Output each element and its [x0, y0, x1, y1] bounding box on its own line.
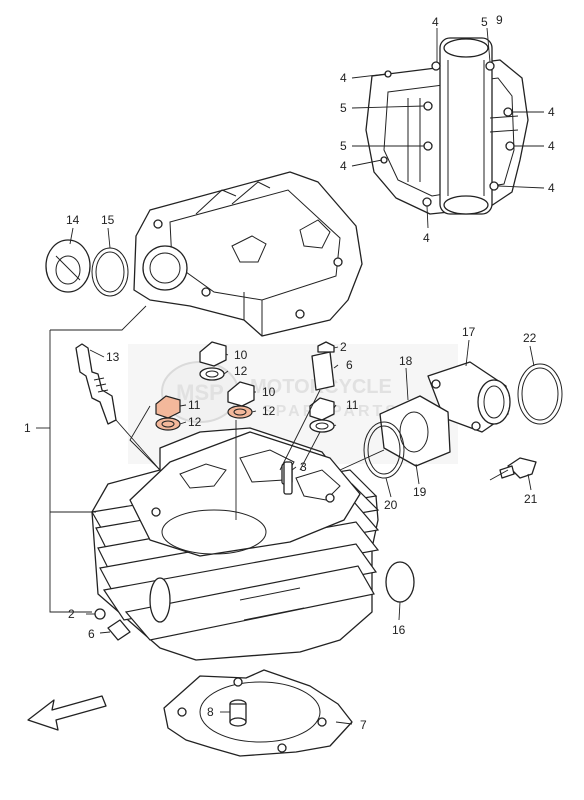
- callout-8: 8: [207, 705, 214, 719]
- o-ring-15: [91, 247, 129, 297]
- nut-10-left: [199, 341, 227, 367]
- spark-plug-13: [75, 343, 117, 425]
- callout-6-lower: 6: [88, 627, 95, 641]
- gasket-7: [163, 669, 353, 757]
- callout-16: 16: [392, 623, 406, 637]
- insulator-18: [379, 395, 451, 467]
- callout-11-left: 11: [188, 398, 201, 412]
- nut-11-left-hl: [155, 395, 181, 419]
- callout-5-top: 5: [481, 15, 488, 29]
- callout-14: 14: [66, 213, 80, 227]
- callout-15: 15: [101, 213, 115, 227]
- cap-14: [45, 239, 91, 293]
- callouts: 1 2 2 3 4 4 4 4 4 4 4 4 5 5 5 6 6 7 8 9 …: [24, 13, 555, 732]
- plug-16: [385, 561, 415, 603]
- washer-12-left-top: [199, 367, 225, 381]
- watermark-logo: MSP: [176, 380, 224, 405]
- callout-10-top: 10: [234, 348, 248, 362]
- washer-12-left-hl: [155, 417, 181, 431]
- callout-4-right-a: 4: [548, 105, 555, 119]
- o-ring-20: [363, 421, 405, 479]
- callout-4-bottom: 4: [423, 231, 430, 245]
- guide-6-lower: [107, 619, 131, 641]
- washer-12-right: [309, 419, 335, 433]
- callout-4-left-a: 4: [340, 71, 347, 85]
- cap-2-upper: [317, 341, 335, 353]
- guide-6-upper: [311, 351, 335, 391]
- callout-19: 19: [413, 485, 427, 499]
- clamp-22: [517, 363, 563, 425]
- callout-4-top-left: 4: [432, 15, 439, 29]
- camshaft-housing: [133, 171, 363, 337]
- callout-17: 17: [462, 325, 476, 339]
- cylinder-head: [91, 427, 380, 661]
- nut-11-right: [309, 397, 335, 421]
- callout-21: 21: [524, 492, 538, 506]
- callout-12-top: 12: [234, 364, 248, 378]
- washer-12-mid-hl: [227, 405, 253, 419]
- callout-22: 22: [523, 331, 537, 345]
- callout-7: 7: [360, 718, 367, 732]
- callout-11-right: 11: [346, 398, 359, 412]
- cylinder-head-cover: [365, 37, 529, 215]
- front-direction-arrow-icon: [27, 695, 107, 731]
- callout-20: 20: [384, 498, 398, 512]
- cap-2-lower: [94, 608, 106, 620]
- callout-9: 9: [496, 13, 503, 27]
- callout-12-mid: 12: [262, 404, 276, 418]
- callout-3: 3: [300, 460, 307, 474]
- callout-2-lower: 2: [68, 607, 75, 621]
- callout-4-right-c: 4: [548, 181, 555, 195]
- callout-13: 13: [106, 350, 120, 364]
- dowel-8: [229, 699, 247, 727]
- callout-18: 18: [399, 354, 413, 368]
- nut-10-mid: [227, 381, 255, 407]
- callout-10-mid: 10: [262, 385, 276, 399]
- callout-5-left-b: 5: [340, 139, 347, 153]
- stud-3: [283, 461, 293, 495]
- callout-5-left-a: 5: [340, 101, 347, 115]
- callout-6-upper: 6: [346, 358, 353, 372]
- callout-12-left: 12: [188, 415, 202, 429]
- callout-4-right-b: 4: [548, 139, 555, 153]
- callout-1: 1: [24, 421, 31, 435]
- callout-2-upper: 2: [340, 340, 347, 354]
- screw-21: [499, 457, 537, 479]
- leader-lines: [36, 27, 545, 725]
- callout-4-left-b: 4: [340, 159, 347, 173]
